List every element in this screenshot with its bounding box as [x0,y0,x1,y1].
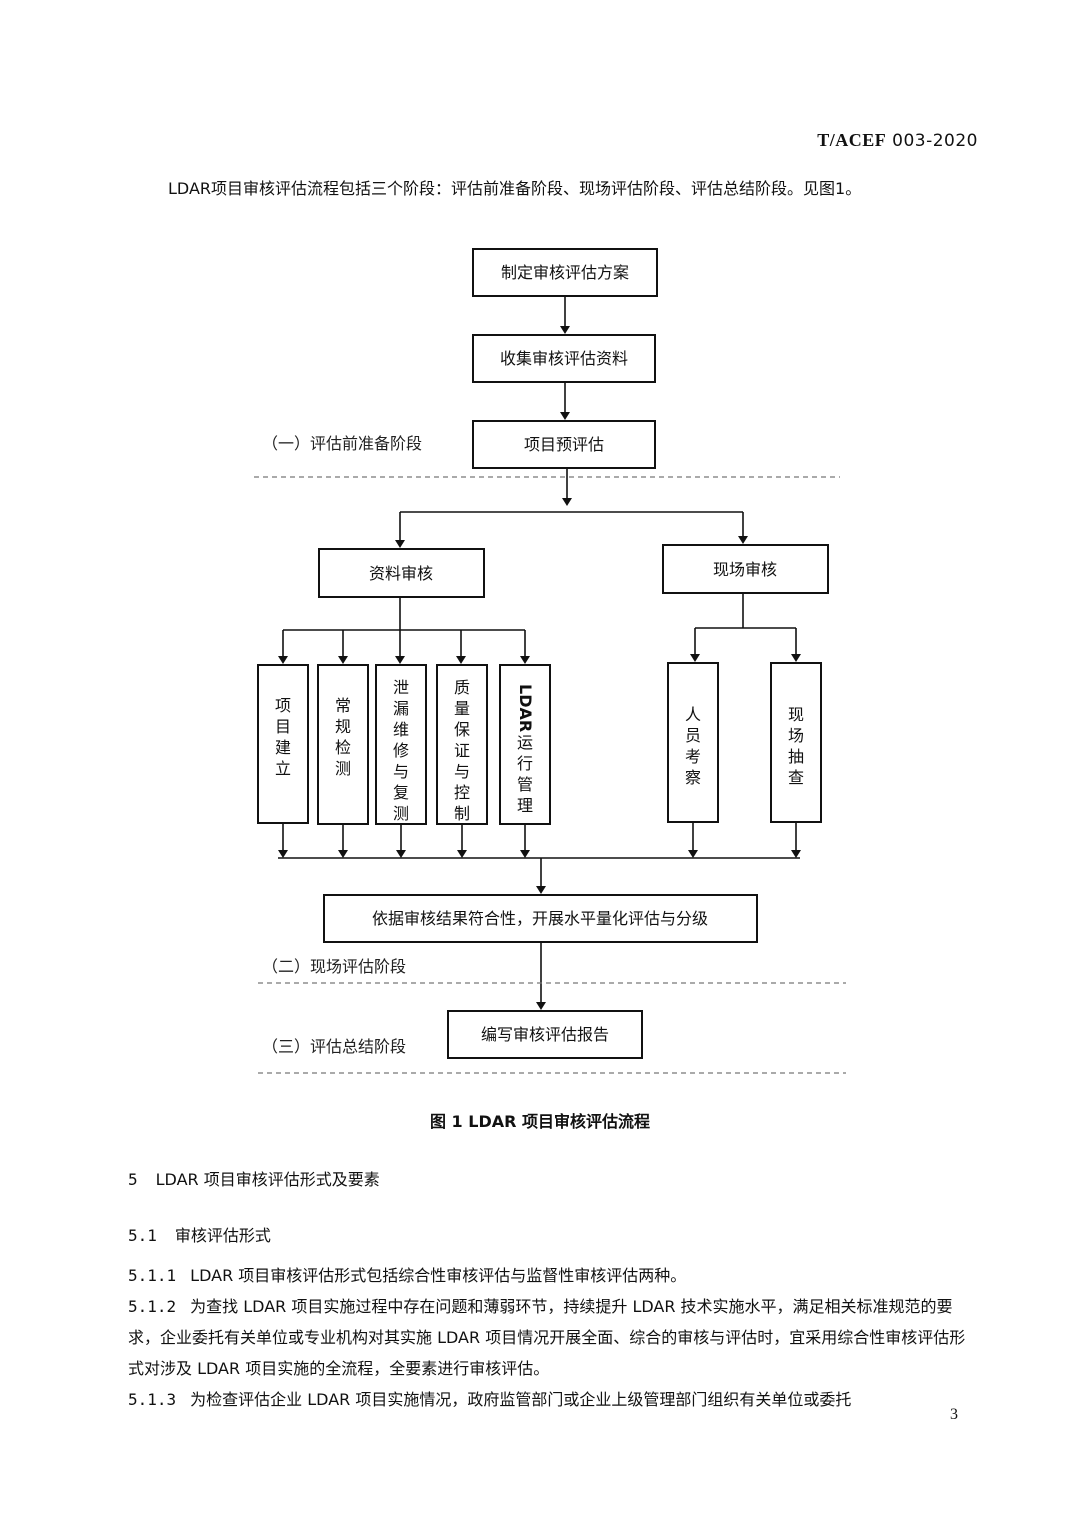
para-5-1-3-text: 为检查评估企业 LDAR 项目实施情况，政府监管部门或企业上级管理部门组织有关单… [190,1390,852,1409]
para-5-1-2-number: 5.1.2 [128,1297,177,1316]
page-number: 3 [950,1406,958,1423]
para-5-1-1-number: 5.1.1 [128,1266,177,1285]
intro-paragraph: LDAR项目审核评估流程包括三个阶段：评估前准备阶段、现场评估阶段、评估总结阶段… [168,179,862,198]
sub-box-site-spot-check: 现场抽查 [770,662,822,823]
box-collect-label: 收集审核评估资料 [500,349,628,368]
box-plan: 制定审核评估方案 [472,248,658,297]
sub-box-ldar-operation: LDAR 运行管理 [499,664,551,825]
stage-label-2: （二）现场评估阶段 [262,957,406,976]
section-5-1-number: 5.1 [128,1226,157,1245]
para-5-1-2-text: 为查找 LDAR 项目实施过程中存在问题和薄弱环节，持续提升 LDAR 技术实施… [128,1297,966,1378]
document-code-prefix: T/ACEF [817,130,887,150]
sub-box-personnel-inspection-label: 人员考察 [685,705,701,787]
section-5-title: LDAR 项目审核评估形式及要素 [155,1170,380,1189]
figure-caption: 图 1 LDAR 项目审核评估流程 [429,1112,651,1131]
sub-box-ldar-operation-label: 运行管理 [517,733,533,815]
sub-box-site-spot-check-label: 现场抽查 [788,705,804,787]
box-plan-label: 制定审核评估方案 [501,263,629,282]
box-site-review-label: 现场审核 [713,560,777,579]
stage-label-1: （一）评估前准备阶段 [262,434,422,453]
sub-box-routine-detection-label: 常规检测 [335,696,351,778]
box-report: 编写审核评估报告 [447,1010,643,1059]
flowchart: 制定审核评估方案 收集审核评估资料 项目预评估 资料审核 现场审核 项目建立 常… [254,248,846,1074]
sub-box-project-setup-label: 项目建立 [275,696,291,778]
box-grading: 依据审核结果符合性，开展水平量化评估与分级 [323,894,758,943]
stage-label-3: （三）评估总结阶段 [262,1037,406,1056]
section-5-heading: 5 LDAR 项目审核评估形式及要素 [128,1166,380,1190]
box-collect: 收集审核评估资料 [472,334,656,383]
box-site-review: 现场审核 [662,544,829,594]
sub-box-personnel-inspection: 人员考察 [667,662,719,823]
flow-connectors [278,296,801,1010]
para-5-1-3-number: 5.1.3 [128,1390,177,1409]
section-5-1-title: 审核评估形式 [174,1226,271,1245]
para-5-1-1: 5.1.1 LDAR 项目审核评估形式包括综合性审核评估与监督性审核评估两种。 [128,1260,980,1291]
sub-box-leak-repair-label: 泄漏维修与复测 [393,678,409,823]
section-5-1-heading: 5.1 审核评估形式 [128,1222,271,1246]
document-code-number: 003-2020 [892,131,978,151]
box-report-label: 编写审核评估报告 [481,1025,609,1044]
section-5-number: 5 [128,1170,138,1189]
box-grading-label: 依据审核结果符合性，开展水平量化评估与分级 [372,909,708,928]
box-document-review-label: 资料审核 [369,564,433,583]
para-5-1-3: 5.1.3 为检查评估企业 LDAR 项目实施情况，政府监管部门或企业上级管理部门… [128,1384,980,1415]
sub-box-routine-detection: 常规检测 [317,664,369,825]
sub-box-leak-repair: 泄漏维修与复测 [375,664,427,825]
sub-box-quality-assurance: 质量保证与控制 [436,664,488,825]
sub-box-project-setup: 项目建立 [257,664,309,824]
box-pre-assessment-label: 项目预评估 [524,435,604,454]
box-pre-assessment: 项目预评估 [472,420,656,469]
sub-box-quality-assurance-label: 质量保证与控制 [454,678,470,823]
document-code: T/ACEF 003-2020 [817,130,978,151]
box-document-review: 资料审核 [318,548,485,598]
sub-box-ldar-latin-label: LDAR [516,684,535,732]
para-5-1-1-text: LDAR 项目审核评估形式包括综合性审核评估与监督性审核评估两种。 [190,1266,687,1285]
